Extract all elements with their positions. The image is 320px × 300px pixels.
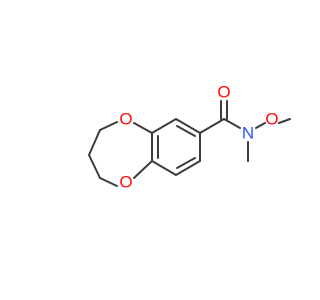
- bond-c5-c6: [175, 118, 201, 134]
- bond-ch2-ch2-top: [88, 129, 101, 156]
- bonds: [88, 100, 291, 187]
- bond-o-top-ch2: [99, 121, 118, 131]
- atom-labels: O O O N O: [119, 83, 278, 192]
- bond-c8-c8a: [151, 160, 177, 176]
- bond-o-methyl: [278, 118, 291, 124]
- bond-n-o: [255, 122, 266, 129]
- bond-o-bottom-c8a: [133, 160, 153, 179]
- bond-c4a-o-top: [133, 122, 153, 134]
- carbonyl-oxygen-label: O: [217, 83, 230, 102]
- bond-c7-c8: [175, 160, 201, 176]
- methoxy-oxygen-label: O: [265, 110, 278, 129]
- bond-ch2-ch2-bottom: [88, 154, 101, 179]
- ring-oxygen-bottom-label: O: [119, 173, 132, 192]
- ring-oxygen-top-label: O: [119, 110, 132, 129]
- bond-c5-c6-inner: [176, 125, 196, 137]
- bond-c6-carbonyl: [199, 118, 225, 134]
- molecule-structure: O O O N O: [88, 83, 291, 192]
- bond-c4a-c5: [151, 118, 177, 134]
- bond-carbonyl-n: [223, 118, 241, 129]
- bond-c7-c8-inner: [176, 157, 196, 169]
- amide-nitrogen-label: N: [242, 124, 254, 143]
- bond-ch2-o-bottom: [99, 177, 118, 187]
